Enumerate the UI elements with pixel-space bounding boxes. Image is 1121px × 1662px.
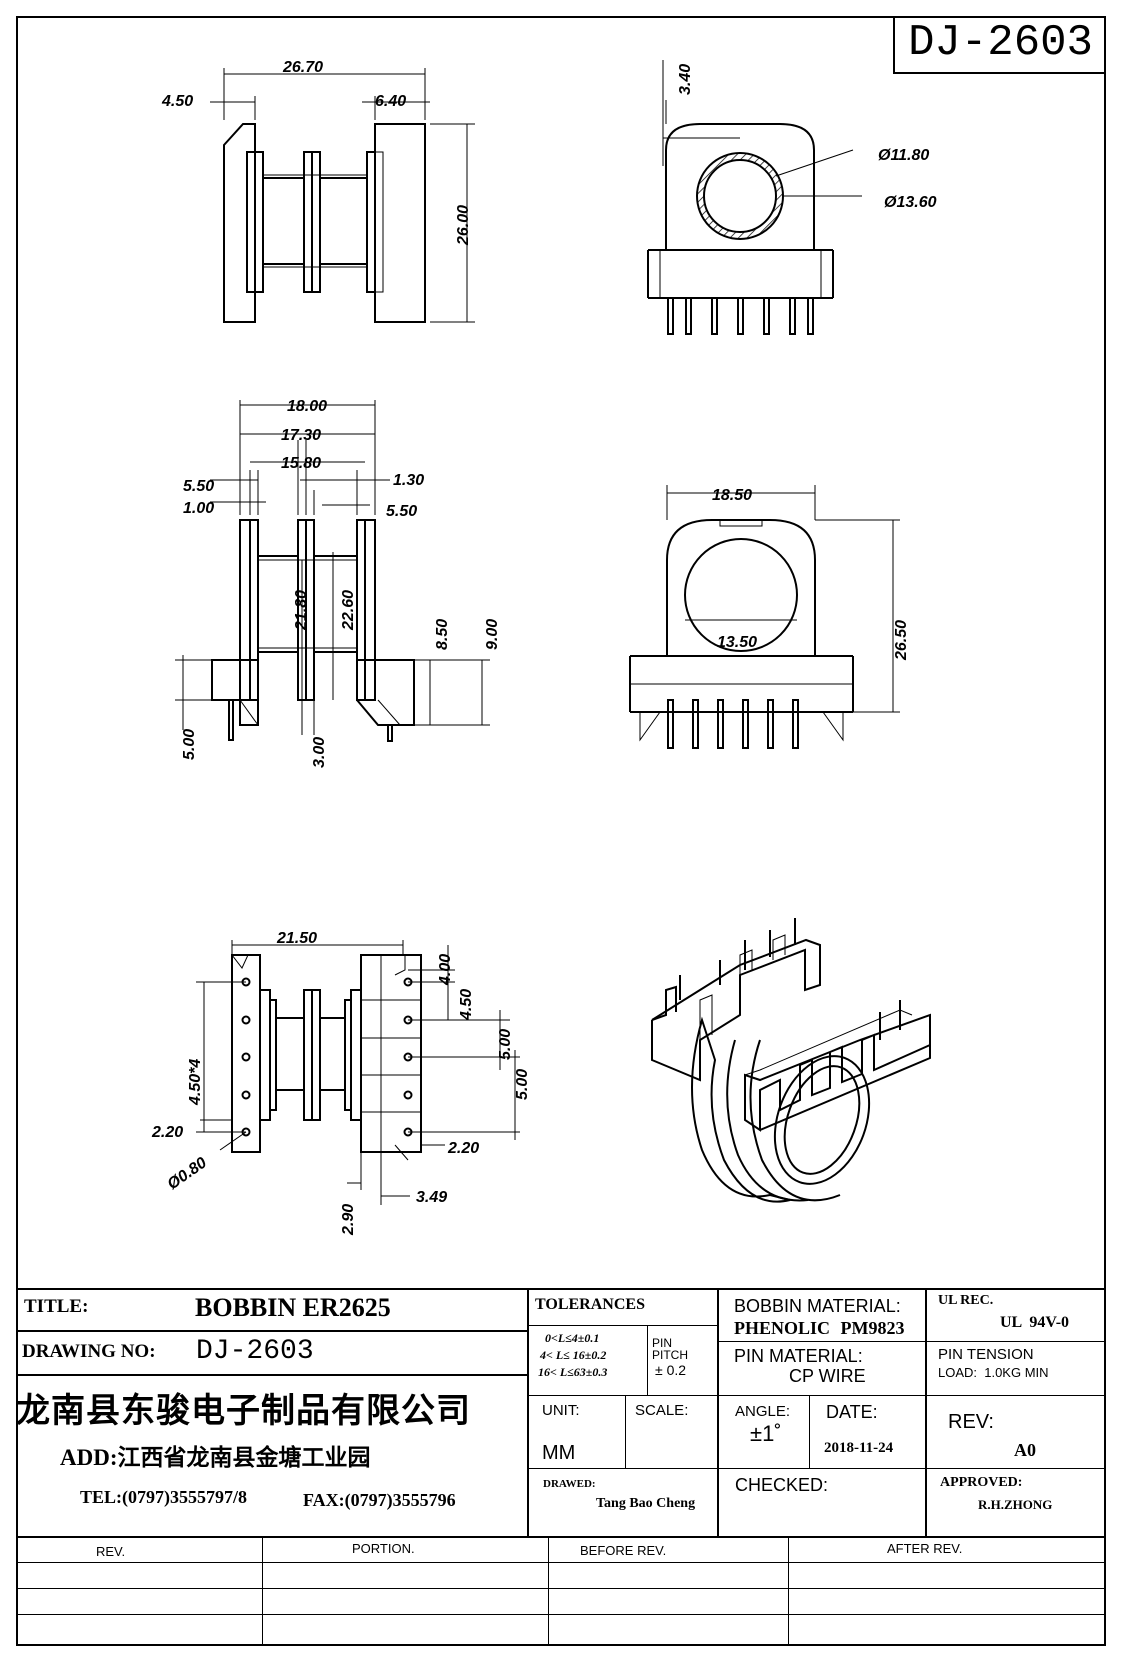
- dim-label: Ø13.60: [884, 194, 937, 211]
- drawing-number-box: DJ-2603: [893, 16, 1106, 74]
- tolerance-line: 4< L≤ 16±0.2: [540, 1348, 607, 1362]
- portion-column-header: PORTION.: [352, 1541, 415, 1556]
- pin-material-value: CP WIRE: [789, 1366, 866, 1386]
- bobbin-material-label: BOBBIN MATERIAL:: [734, 1296, 901, 1316]
- pin-tension-label: PIN TENSION: [938, 1346, 1034, 1363]
- dim-label: 21.50: [276, 930, 317, 947]
- drawing-no-value: DJ-2603: [196, 1336, 314, 1367]
- angle-value: ±1˚: [750, 1421, 782, 1446]
- dim-label: 26.00: [455, 205, 472, 246]
- dim-label: 1.30: [393, 472, 424, 489]
- company-tel: TEL:(0797)3555797/8: [80, 1487, 248, 1507]
- top-right-end-view: [647, 60, 862, 335]
- dim-label: 3.40: [677, 64, 694, 95]
- dim-label: 4.50*4: [187, 1059, 204, 1106]
- before-rev-column-header: BEFORE REV.: [580, 1543, 667, 1558]
- dim-label: 9.00: [484, 619, 501, 650]
- drawed-value: Tang Bao Cheng: [596, 1496, 696, 1511]
- rev-label: REV:: [948, 1411, 994, 1433]
- approved-value: R.H.ZHONG: [978, 1497, 1053, 1512]
- dim-label: 4.50: [161, 93, 193, 110]
- approved-label: APPROVED:: [940, 1475, 1023, 1490]
- dim-label: 3.00: [311, 737, 328, 768]
- title-label: TITLE:: [24, 1296, 89, 1317]
- pin-pitch-label: PIN PITCH: [652, 1336, 688, 1362]
- unit-value: MM: [542, 1442, 576, 1464]
- title-value: BOBBIN ER2625: [195, 1293, 391, 1322]
- ul-rec-value: UL 94V-0: [1000, 1314, 1070, 1331]
- pin-tension-load: LOAD: 1.0KG MIN: [938, 1365, 1049, 1380]
- pin-material-label: PIN MATERIAL:: [734, 1346, 863, 1366]
- checked-label: CHECKED:: [735, 1475, 829, 1495]
- rev-column-header: REV.: [96, 1544, 126, 1559]
- tolerance-line: 0<L≤4±0.1: [545, 1331, 600, 1345]
- bottom-left-bottom-view: [196, 940, 520, 1205]
- after-rev-column-header: AFTER REV.: [887, 1541, 963, 1556]
- dim-label: 5.00: [181, 729, 198, 760]
- dim-label: 5.50: [386, 503, 417, 520]
- drawing-frame: [16, 16, 1106, 1646]
- dim-label: 4.00: [437, 954, 454, 986]
- mid-right-end-view: [629, 485, 900, 749]
- drawing-no-label: DRAWING NO:: [22, 1341, 156, 1362]
- date-label: DATE:: [826, 1402, 878, 1422]
- dim-label: 18.50: [712, 487, 752, 504]
- dim-label: 1.00: [183, 500, 214, 517]
- dim-label: 17.30: [281, 427, 321, 444]
- dim-label: 5.00: [514, 1069, 531, 1100]
- top-left-side-view: [210, 68, 475, 323]
- dim-label: 6.40: [375, 93, 406, 110]
- tolerances-label-text: TOLERANCES: [535, 1296, 645, 1313]
- angle-label: ANGLE:: [735, 1403, 791, 1420]
- dim-label: 4.50: [458, 989, 475, 1021]
- dim-label: 21.80: [293, 590, 310, 631]
- drawed-label: DRAWED:: [543, 1478, 596, 1490]
- isometric-view: [651, 918, 931, 1203]
- tolerance-line: 16< L≤63±0.3: [538, 1365, 608, 1379]
- unit-label: UNIT:: [542, 1402, 580, 1419]
- bobbin-material-value: PHENOLIC PM9823: [734, 1318, 905, 1338]
- dim-label: 26.50: [893, 620, 910, 661]
- dim-label: Ø0.80: [165, 1154, 211, 1193]
- dim-label: 15.80: [281, 455, 321, 472]
- date-value: 2018-11-24: [824, 1440, 894, 1456]
- company-address: ADD:江西省龙南县金塘工业园: [60, 1445, 371, 1470]
- dim-label: 2.20: [447, 1140, 479, 1157]
- dim-label: 2.90: [340, 1204, 357, 1236]
- company-fax: FAX:(0797)3555796: [303, 1490, 456, 1510]
- dim-label: 5.50: [183, 478, 214, 495]
- dim-label: Ø11.80: [878, 147, 929, 164]
- pin-pitch-value: ± 0.2: [655, 1362, 687, 1378]
- dim-label: 22.60: [340, 590, 357, 631]
- dim-label: 8.50: [434, 619, 451, 650]
- dim-label: 18.00: [287, 398, 327, 415]
- dim-label: 13.50: [717, 634, 757, 651]
- mid-left-front-view: [175, 400, 490, 742]
- dim-label: 3.49: [416, 1189, 447, 1206]
- ul-rec-label: UL REC.: [938, 1293, 994, 1308]
- dim-label: 5.00: [497, 1029, 514, 1060]
- company-name: 龙南县东骏电子制品有限公司: [16, 1393, 471, 1430]
- rev-value: A0: [1014, 1440, 1036, 1460]
- dim-label: 26.70: [282, 59, 323, 76]
- scale-label: SCALE:: [635, 1402, 689, 1419]
- dim-label: 2.20: [151, 1124, 183, 1141]
